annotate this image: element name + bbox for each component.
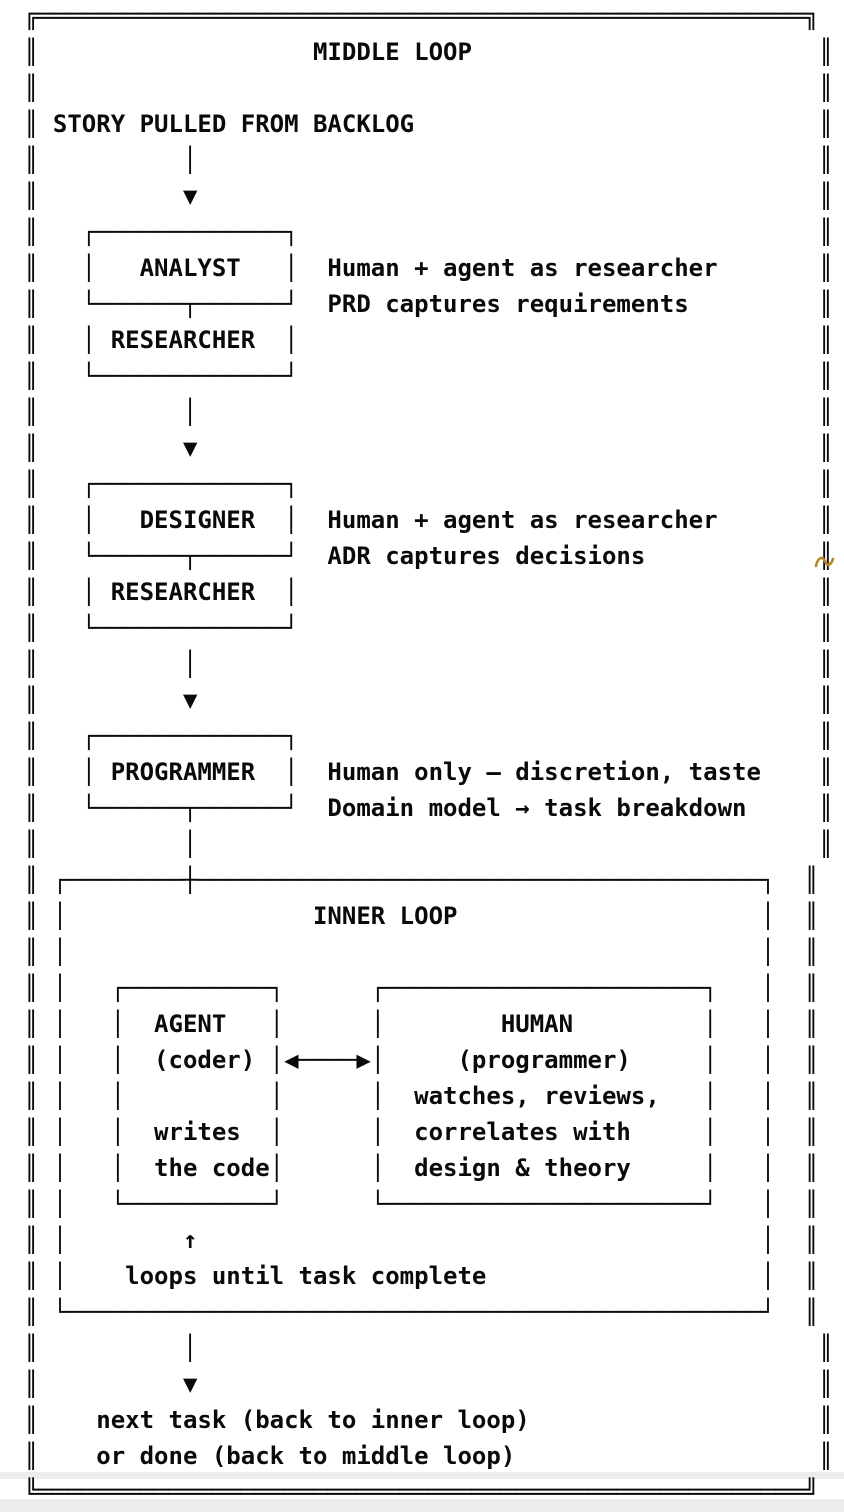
ascii-row: ║ │ ║	[24, 146, 834, 174]
ascii-row: ║ │ INNER LOOP │ ║	[24, 902, 819, 930]
ascii-row: ║ │ │ (coder) │◀────▶│ (programmer) │ │ …	[24, 1046, 819, 1074]
ascii-row: ║ │ ↑ │ ║	[24, 1226, 819, 1254]
ascii-row: ║ ┌─────────────┐ ║	[24, 470, 834, 498]
ascii-row: ║ MIDDLE LOOP ║	[24, 38, 834, 66]
ascii-row: ║ │ loops until task complete │ ║	[24, 1262, 819, 1290]
ascii-row: ║ │ DESIGNER │ Human + agent as research…	[24, 506, 834, 534]
ascii-row: ║ │ RESEARCHER │ ║	[24, 326, 834, 354]
ascii-row: ║ └──────┬──────┘ ADR captures decisions…	[24, 542, 834, 570]
orange-squiggle-icon	[814, 553, 836, 571]
ascii-row: ║ ┌─────────────┐ ║	[24, 218, 834, 246]
ascii-row: ║ │ PROGRAMMER │ Human only — discretion…	[24, 758, 834, 786]
ascii-row: ║ │ ┌──────────┐ ┌──────────────────────…	[24, 974, 819, 1002]
ascii-row: ║ │ ║	[24, 398, 834, 426]
ascii-row: ║ next task (back to inner loop) ║	[24, 1406, 834, 1434]
ascii-row: ║ ▼ ║	[24, 182, 834, 210]
ascii-row: ║ │ │ AGENT │ │ HUMAN │ │ ║	[24, 1010, 819, 1038]
ascii-row: ║ └─────────────┘ ║	[24, 362, 834, 390]
ascii-row: ╚═══════════════════════════════════════…	[24, 1478, 819, 1506]
ascii-row: ║ or done (back to middle loop) ║	[24, 1442, 834, 1470]
ascii-row: ║ └──────┬──────┘ Domain model → task br…	[24, 794, 834, 822]
ascii-row: ║ ┌─────────────┐ ║	[24, 722, 834, 750]
ascii-row: ║ │ │ │ │ watches, reviews, │ │ ║	[24, 1082, 819, 1110]
ascii-row: ║ └──────┬──────┘ PRD captures requireme…	[24, 290, 834, 318]
bottom-gray-strip	[0, 1472, 844, 1479]
ascii-row: ║ │ └──────────┘ └──────────────────────…	[24, 1190, 819, 1218]
ascii-row: ║ └─────────────────────────────────────…	[24, 1298, 819, 1326]
ascii-row: ║ │ │ the code│ │ design & theory │ │ ║	[24, 1154, 819, 1182]
ascii-row: ║ │ ║	[24, 650, 834, 678]
ascii-row: ║ │ │ writes │ │ correlates with │ │ ║	[24, 1118, 819, 1146]
ascii-row: ║ ▼ ║	[24, 434, 834, 462]
ascii-row: ╔═══════════════════════════════════════…	[24, 2, 819, 30]
page-bottom-bar	[0, 1499, 844, 1512]
ascii-row: ║ STORY PULLED FROM BACKLOG ║	[24, 110, 834, 138]
ascii-row: ║ │ ║	[24, 1334, 834, 1362]
ascii-row: ║ │ ANALYST │ Human + agent as researche…	[24, 254, 834, 282]
ascii-row: ║ ▼ ║	[24, 686, 834, 714]
ascii-row: ║ ▼ ║	[24, 1370, 834, 1398]
ascii-row: ║ ║	[24, 74, 834, 102]
ascii-row: ║ │ RESEARCHER │ ║	[24, 578, 834, 606]
ascii-row: ║ │ ║	[24, 830, 834, 858]
ascii-row: ║ └─────────────┘ ║	[24, 614, 834, 642]
ascii-row: ║ ┌────────┼────────────────────────────…	[24, 866, 819, 894]
ascii-row: ║ │ │ ║	[24, 938, 819, 966]
ascii-workflow-diagram: ╔═══════════════════════════════════════…	[24, 0, 833, 1510]
